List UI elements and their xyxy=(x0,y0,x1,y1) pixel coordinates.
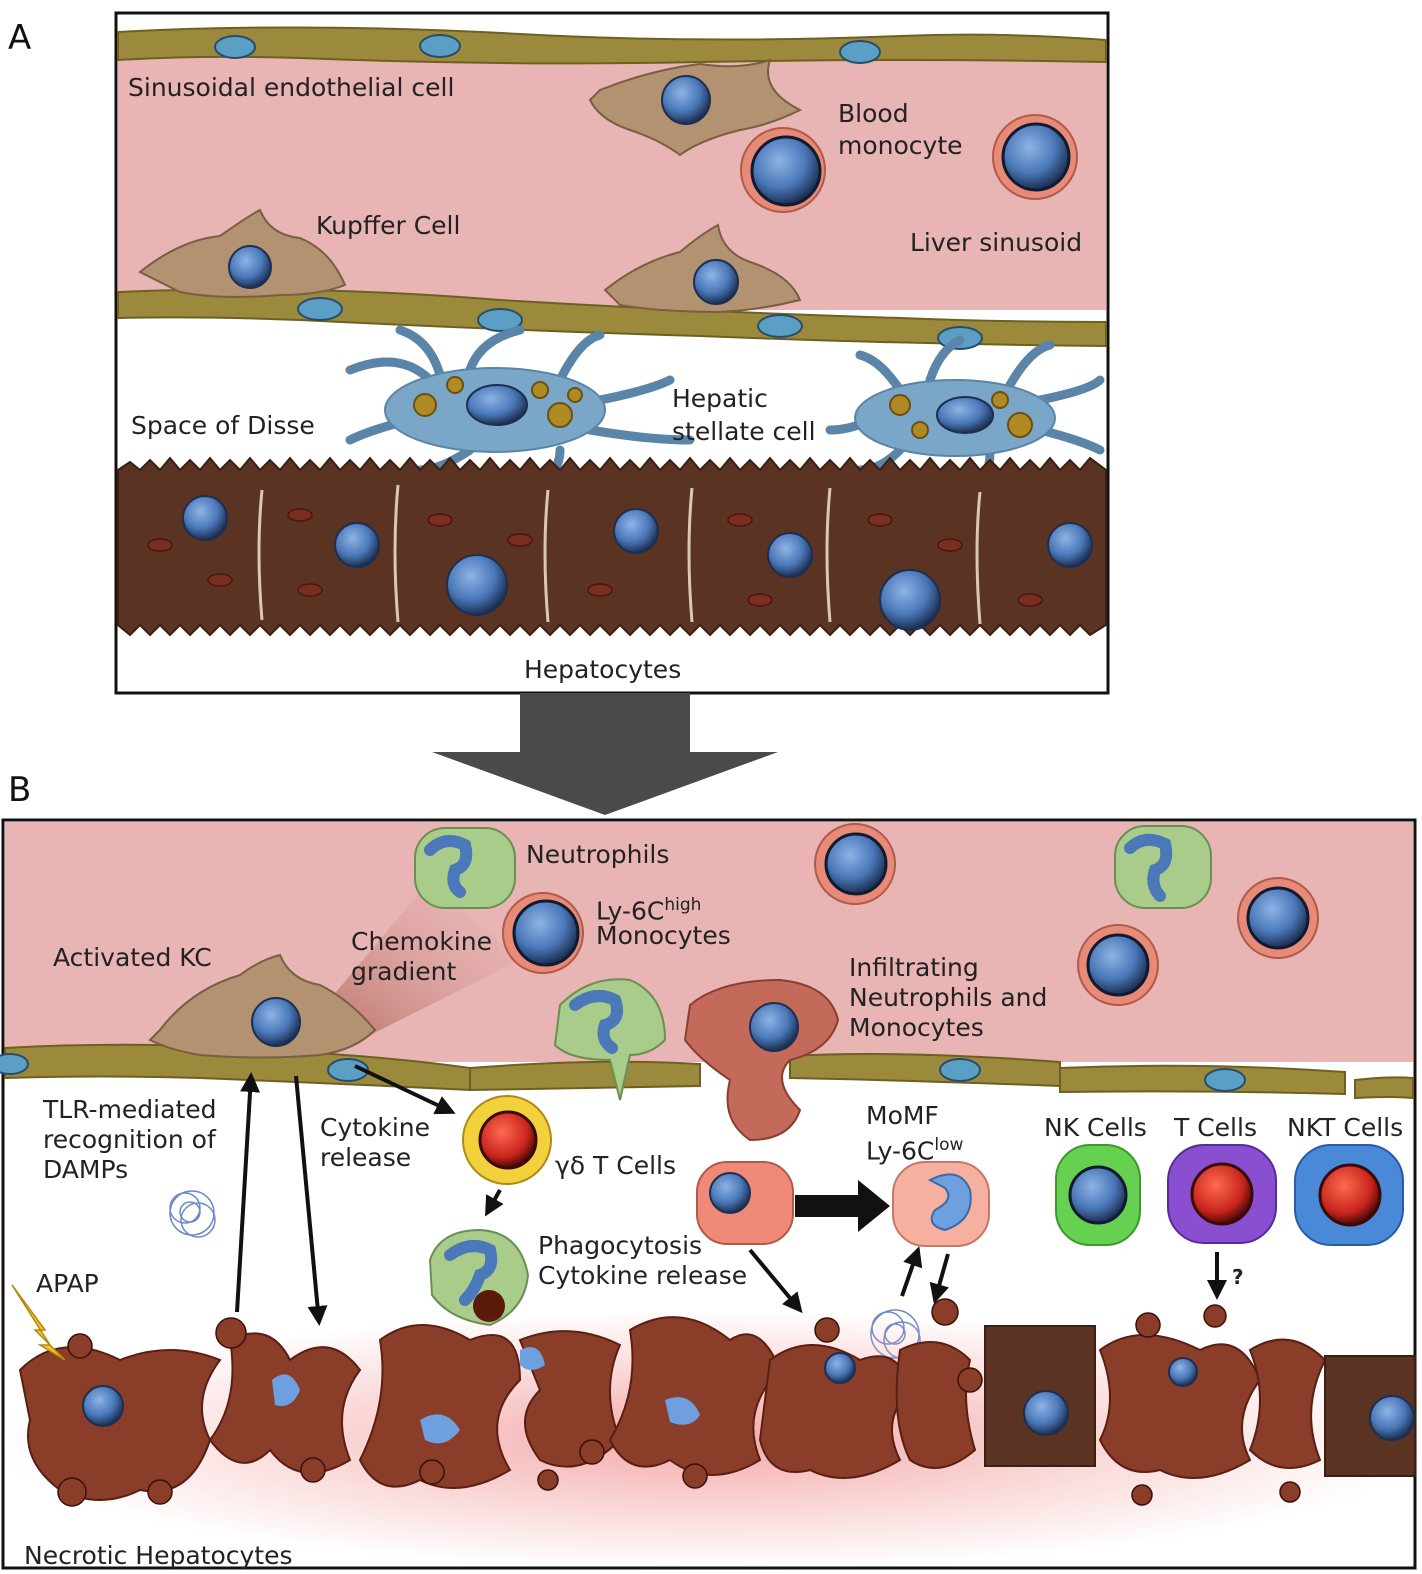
endothelium-b xyxy=(0,1043,1414,1100)
monocyte-3 xyxy=(1237,877,1319,959)
lightning-icon xyxy=(11,1284,66,1361)
label-infiltrating-2: Neutrophils and xyxy=(849,983,1048,1012)
panel-a xyxy=(114,11,1110,695)
hepatocyte-row xyxy=(117,456,1107,637)
label-gd-t-cells: γδ T Cells xyxy=(555,1151,677,1180)
neutrophil-extravasating xyxy=(553,978,667,1101)
necrotic-hepatocytes xyxy=(18,1316,1327,1501)
kupffer-cell-top xyxy=(588,58,803,157)
necrotic-nuclei xyxy=(82,1347,1415,1444)
panel-b xyxy=(0,818,1422,1570)
monocyte-ly6c-high-1 xyxy=(502,892,584,974)
tissue-monocyte xyxy=(696,1161,794,1245)
damp-tangle-1 xyxy=(169,1190,216,1238)
label-nkt-cells: NKT Cells xyxy=(1287,1113,1404,1142)
label-necrotic-hepatocytes: Necrotic Hepatocytes xyxy=(24,1541,293,1570)
hepatic-stellate-cell-2 xyxy=(825,335,1105,490)
blood-monocyte-1 xyxy=(740,127,826,213)
chemokine-gradient-cone xyxy=(300,880,520,1050)
label-space-of-disse: Space of Disse xyxy=(131,411,315,440)
label-momf: MoMF xyxy=(866,1101,939,1130)
label-ly6c-high: Ly-6Chigh xyxy=(596,895,702,926)
panel-a-letter: A xyxy=(8,18,32,58)
label-sinusoidal-endothelial-cell: Sinusoidal endothelial cell xyxy=(128,73,455,102)
hepatic-stellate-cell-1 xyxy=(345,325,695,495)
phagocytosing-neutrophil xyxy=(428,1228,530,1327)
t-cell xyxy=(1167,1144,1277,1244)
label-tlr-3: DAMPs xyxy=(43,1155,129,1184)
label-ly6c-low: Ly-6Clow xyxy=(866,1135,964,1166)
label-phagocytosis: Phagocytosis xyxy=(538,1231,703,1260)
nkt-cell xyxy=(1294,1144,1404,1246)
infiltrating-monocyte xyxy=(683,978,840,1142)
kupffer-cell-left xyxy=(138,208,347,298)
label-question-mark: ? xyxy=(1232,1265,1244,1289)
activated-kupffer-cell xyxy=(148,953,377,1059)
monocyte-2 xyxy=(814,823,896,905)
momf-cell xyxy=(892,1161,990,1247)
label-cytokine-release-1: Cytokine xyxy=(320,1113,430,1142)
label-blood-monocyte-2: monocyte xyxy=(838,131,963,160)
label-chemokine-1: Chemokine xyxy=(351,927,492,956)
differentiation-arrow xyxy=(795,1180,890,1232)
label-hepatocytes: Hepatocytes xyxy=(524,655,682,684)
label-cytokine-release-phago: Cytokine release xyxy=(538,1261,748,1290)
label-infiltrating-3: Monocytes xyxy=(849,1013,984,1042)
panel-b-letter: B xyxy=(8,770,32,810)
label-blood-monocyte-1: Blood xyxy=(838,99,909,128)
gd-t-cell xyxy=(462,1095,552,1185)
label-tlr-2: recognition of xyxy=(43,1125,216,1154)
nk-cell xyxy=(1055,1144,1141,1246)
blood-monocyte-2 xyxy=(992,114,1078,200)
neutrophil-1 xyxy=(414,827,516,909)
label-cytokine-release-2: release xyxy=(320,1143,412,1172)
label-activated-kc: Activated KC xyxy=(53,943,212,972)
label-liver-sinusoid: Liver sinusoid xyxy=(910,228,1083,257)
arrows xyxy=(235,1064,1227,1326)
label-kupffer-cell: Kupffer Cell xyxy=(316,211,461,240)
label-hepatic-stellate-2: stellate cell xyxy=(672,417,816,446)
intact-hepatocytes-b xyxy=(984,1325,1416,1477)
label-infiltrating-1: Infiltrating xyxy=(849,953,979,982)
label-monocytes: Monocytes xyxy=(596,921,731,950)
transition-arrow xyxy=(432,693,778,815)
apoptotic-bodies xyxy=(57,1298,1301,1507)
label-nk-cells: NK Cells xyxy=(1044,1113,1147,1142)
label-neutrophils: Neutrophils xyxy=(526,840,670,869)
kupffer-cell-middle xyxy=(603,223,802,314)
endothelium-top xyxy=(117,26,1107,65)
endothelium-bottom xyxy=(117,288,1107,350)
label-chemokine-2: gradient xyxy=(351,957,457,986)
label-tlr-1: TLR-mediated xyxy=(43,1095,217,1124)
neutrophil-2 xyxy=(1114,825,1212,909)
monocyte-4 xyxy=(1077,924,1159,1006)
label-t-cells: T Cells xyxy=(1174,1113,1257,1142)
label-apap: APAP xyxy=(36,1269,99,1298)
label-hepatic-stellate-1: Hepatic xyxy=(672,384,768,413)
